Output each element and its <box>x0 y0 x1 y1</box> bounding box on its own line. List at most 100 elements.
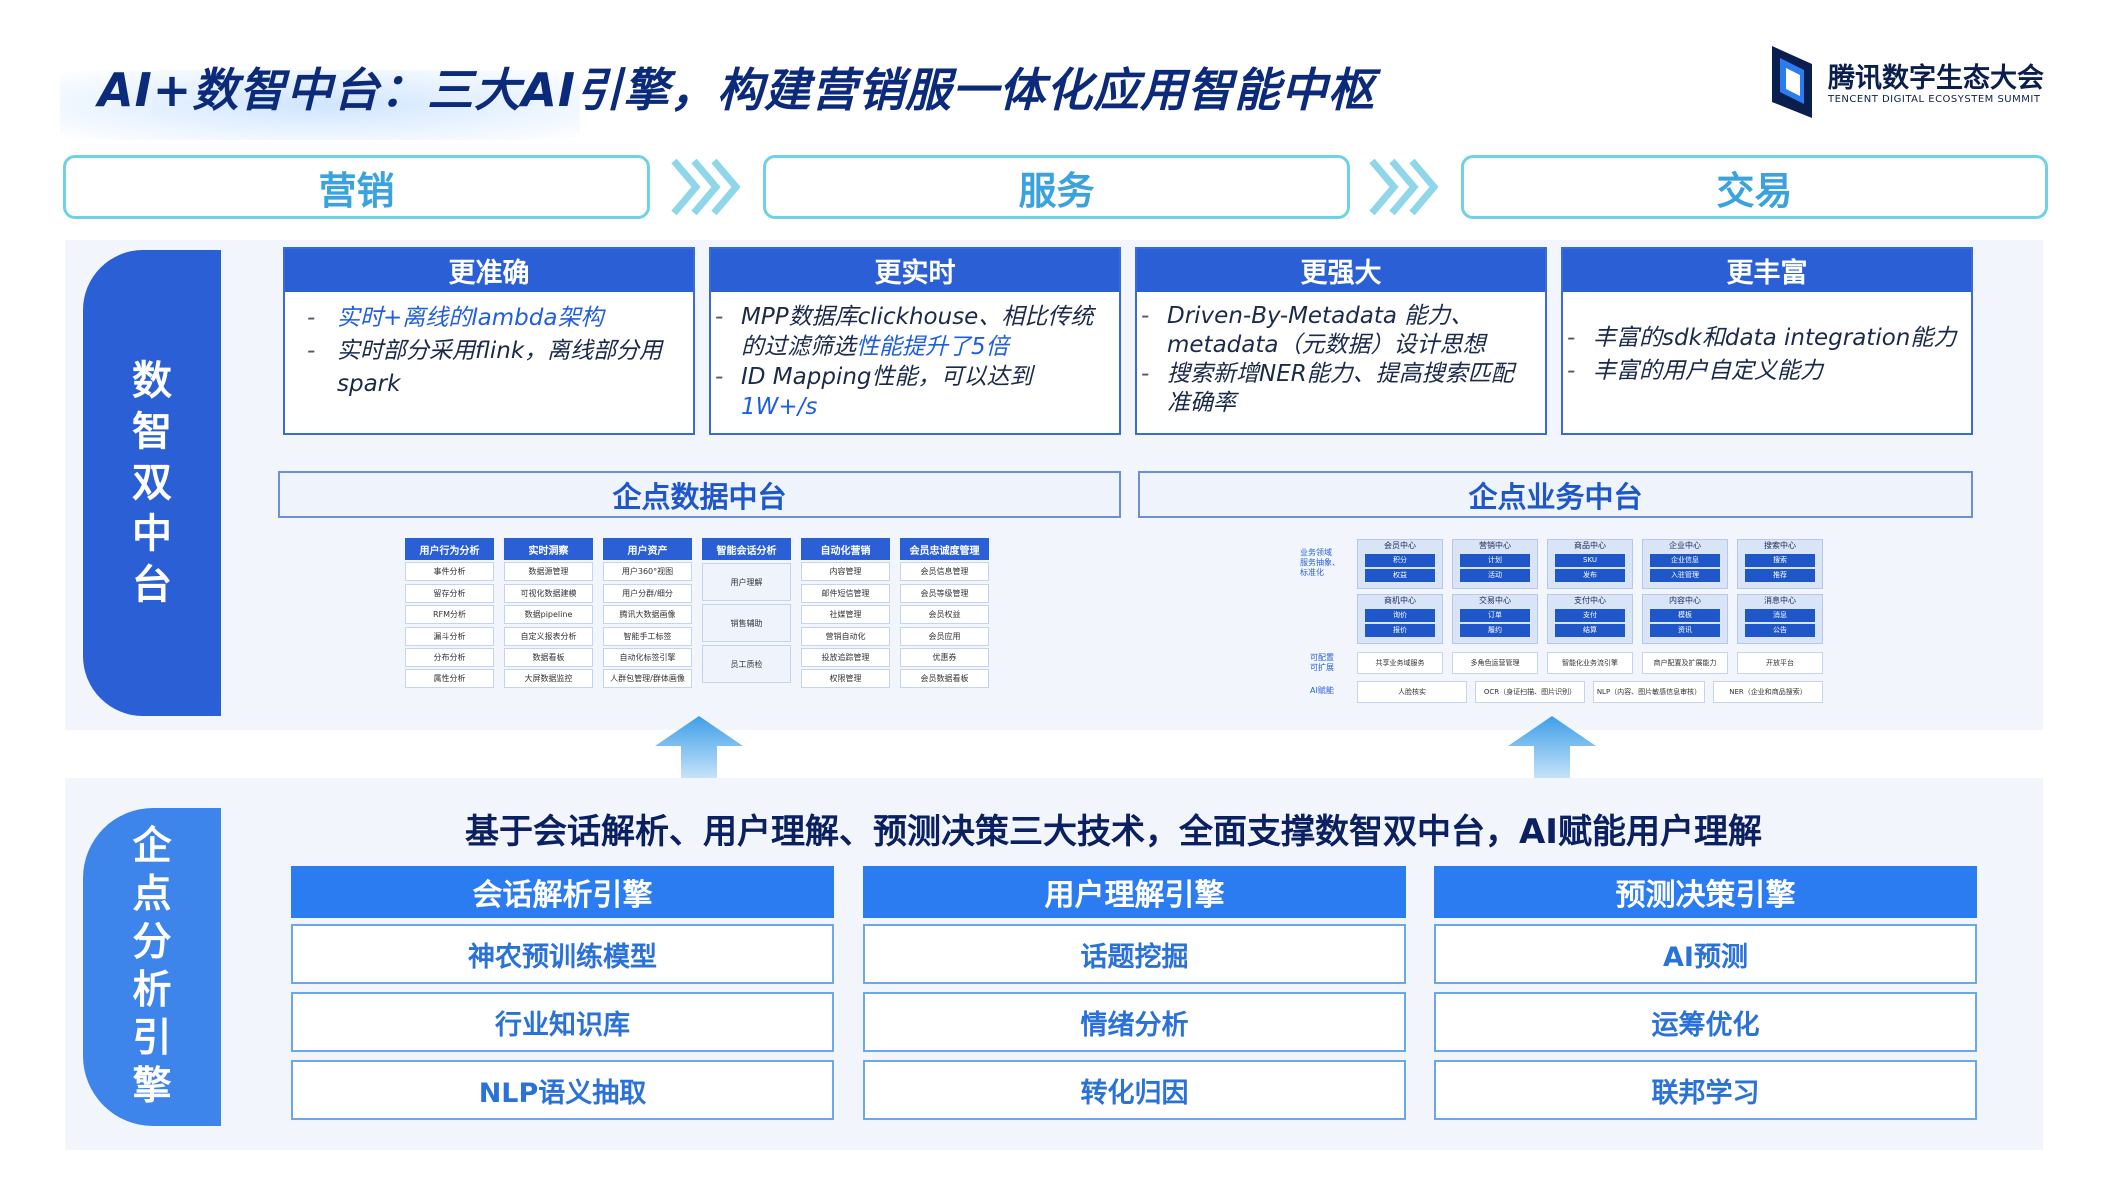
module-cell: RFM分析 <box>405 605 494 625</box>
module-header: 自动化营销 <box>801 538 890 560</box>
service-item: 消息 <box>1745 609 1815 622</box>
module-cell: 用户360°视图 <box>603 562 692 582</box>
engine-item: 情绪分析 <box>863 992 1406 1052</box>
module-cell: 用户理解 <box>702 563 791 601</box>
engine-item: 转化归因 <box>863 1060 1406 1120</box>
logo-text-en: TENCENT DIGITAL ECOSYSTEM SUMMIT <box>1828 94 2041 105</box>
service-item: 活动 <box>1460 569 1530 582</box>
service-title: 商品中心 <box>1574 541 1606 550</box>
service-box: 营销中心计划活动 <box>1452 539 1538 589</box>
item-text: ID Mapping性能，可以达到 <box>741 364 1033 390</box>
module-cell: 优惠券 <box>900 647 989 667</box>
card-body: -Driven-By-Metadata 能力、metadata（元数据）设计思想… <box>1137 292 1545 418</box>
list-item: -丰富的用户自定义能力 <box>1567 355 1957 388</box>
module-cell: 事件分析 <box>405 562 494 582</box>
data-platform-header: 企点数据中台 <box>278 471 1121 518</box>
double-chevron-right-icon <box>1369 158 1438 216</box>
module-cell: 智能手工标签 <box>603 626 692 646</box>
module-cell: 数据看板 <box>504 647 593 667</box>
service-item: 权益 <box>1365 569 1435 582</box>
module-cell: 会员权益 <box>900 605 989 625</box>
module-cell: 员工质检 <box>702 645 791 683</box>
module-cell: 会员数据看板 <box>900 669 989 689</box>
service-title: 搜索中心 <box>1764 541 1796 550</box>
card-title: 更实时 <box>711 249 1119 292</box>
service-item: 支付 <box>1555 609 1625 622</box>
module-cell: 自定义报表分析 <box>504 626 593 646</box>
list-item: -实时+离线的lambda架构 <box>307 305 604 331</box>
summit-logo: 腾讯数字生态大会 TENCENT DIGITAL ECOSYSTEM SUMMI… <box>1772 42 2052 122</box>
highlight-text: 实时+离线的lambda架构 <box>337 305 604 331</box>
engine-column: 预测决策引擎 AI预测 运筹优化 联邦学习 <box>1434 866 1977 1120</box>
service-box: 搜索中心搜索推荐 <box>1737 539 1823 589</box>
service-box: 消息中心消息公告 <box>1737 594 1823 644</box>
module-cell: 属性分析 <box>405 669 494 689</box>
tab-analysis-engine: 企 点 分 析 引 擎 <box>83 808 221 1126</box>
service-title: 商机中心 <box>1384 596 1416 605</box>
item-text: 丰富的用户自定义能力 <box>1593 358 1823 384</box>
module-cell: 会员等级管理 <box>900 583 989 603</box>
module-cell: 可视化数据建模 <box>504 583 593 603</box>
list-item: -实时部分采用flink，离线部分用spark <box>307 335 679 401</box>
list-item: -ID Mapping性能，可以达到1W+/s <box>715 364 1033 420</box>
engine-header: 会话解析引擎 <box>291 866 834 918</box>
service-title: 支付中心 <box>1574 596 1606 605</box>
module-cell: 营销自动化 <box>801 626 890 646</box>
module-cell: 腾讯大数据画像 <box>603 605 692 625</box>
module-header: 实时洞察 <box>504 538 593 560</box>
card-body: -MPP数据库clickhouse、相比传统的过滤筛选性能提升了5倍 -ID M… <box>711 292 1119 422</box>
business-platform-diagram: 业务领域 服务抽象、 标准化 可配置 可扩展 AI赋能 会员中心积分权益 营销中… <box>1300 535 1830 707</box>
service-item: 资讯 <box>1650 624 1720 637</box>
flow-stage-marketing: 营销 <box>63 155 650 219</box>
ai-capability-strip: OCR（身证扫描、图片识别） <box>1475 681 1585 703</box>
summit-logo-icon <box>1772 46 1812 118</box>
engine-header: 预测决策引擎 <box>1434 866 1977 918</box>
item-text: 搜索新增NER能力、提高搜索匹配准确率 <box>1167 361 1514 416</box>
service-item: 公告 <box>1745 624 1815 637</box>
module-cell: 漏斗分析 <box>405 626 494 646</box>
engine-item: NLP语义抽取 <box>291 1060 834 1120</box>
module-header: 用户资产 <box>603 538 692 560</box>
card-title: 更强大 <box>1137 249 1545 292</box>
capability-strip: 开放平台 <box>1737 652 1823 674</box>
service-title: 营销中心 <box>1479 541 1511 550</box>
service-item: 订单 <box>1460 609 1530 622</box>
module-column: 用户资产 用户360°视图 用户分群/细分 腾讯大数据画像 智能手工标签 自动化… <box>603 538 692 689</box>
module-column: 会员忠诚度管理 会员信息管理 会员等级管理 会员权益 会员应用 优惠券 会员数据… <box>900 538 989 689</box>
feature-card: 更强大 -Driven-By-Metadata 能力、metadata（元数据）… <box>1135 247 1547 435</box>
engine-item: 话题挖掘 <box>863 924 1406 984</box>
module-cell: 人群包管理/群体画像 <box>603 669 692 689</box>
up-arrow-icon <box>655 716 743 786</box>
engine-header: 用户理解引擎 <box>863 866 1406 918</box>
service-item: 企业信息 <box>1650 554 1720 567</box>
module-cell: 分布分析 <box>405 647 494 667</box>
service-title: 交易中心 <box>1479 596 1511 605</box>
card-title: 更准确 <box>285 249 693 292</box>
ai-capability-strip: NLP（内容、图片敏感信息审核） <box>1593 681 1705 703</box>
service-box: 交易中心订单履约 <box>1452 594 1538 644</box>
module-cell: 用户分群/细分 <box>603 583 692 603</box>
service-box: 内容中心模板资讯 <box>1642 594 1728 644</box>
engine-column: 会话解析引擎 神农预训练模型 行业知识库 NLP语义抽取 <box>291 866 834 1120</box>
list-item: -丰富的sdk和data integration能力 <box>1567 322 1957 355</box>
capability-strip: 商户配置及扩展能力 <box>1642 652 1728 674</box>
capability-strip: 智能化业务流引擎 <box>1547 652 1633 674</box>
service-item: 推荐 <box>1745 569 1815 582</box>
module-cell: 大屏数据监控 <box>504 669 593 689</box>
up-arrow-icon <box>1508 716 1596 786</box>
service-item: 结算 <box>1555 624 1625 637</box>
list-item: -搜索新增NER能力、提高搜索匹配准确率 <box>1141 360 1531 418</box>
service-box: 企业中心企业信息入驻管理 <box>1642 539 1728 589</box>
module-cell: 邮件短信管理 <box>801 583 890 603</box>
module-cell: 销售辅助 <box>702 604 791 642</box>
module-column: 用户行为分析 事件分析 留存分析 RFM分析 漏斗分析 分布分析 属性分析 <box>405 538 494 689</box>
service-item: 积分 <box>1365 554 1435 567</box>
service-title: 企业中心 <box>1669 541 1701 550</box>
service-box: 支付中心支付结算 <box>1547 594 1633 644</box>
service-item: 询价 <box>1365 609 1435 622</box>
module-cell: 数据源管理 <box>504 562 593 582</box>
diagram-label: AI赋能 <box>1310 686 1334 695</box>
ai-capability-strip: NER（企业和商品搜索） <box>1713 681 1823 703</box>
service-item: 模板 <box>1650 609 1720 622</box>
item-text: 丰富的sdk和data integration能力 <box>1593 325 1957 351</box>
